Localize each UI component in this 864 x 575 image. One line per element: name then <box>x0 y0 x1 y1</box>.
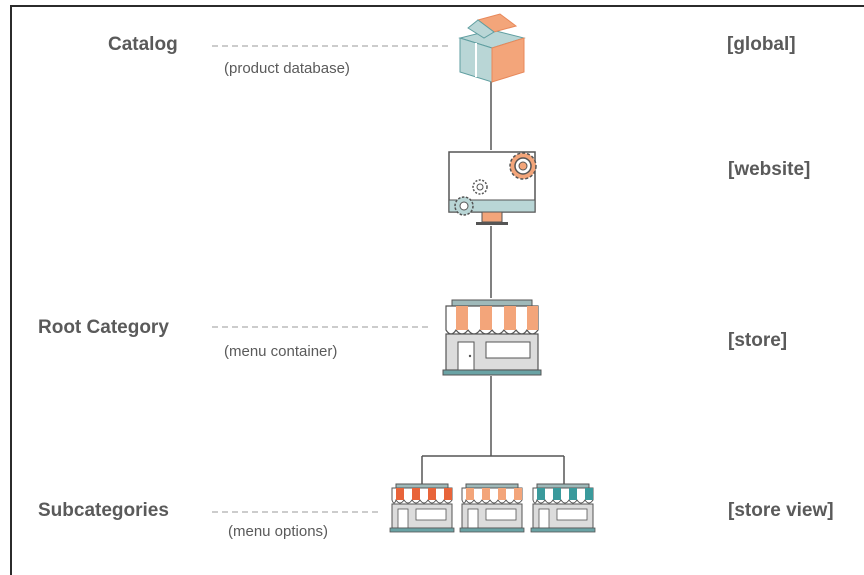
storefront-red-icon <box>389 483 455 533</box>
storefront-icon <box>442 299 542 376</box>
storefront-teal-icon <box>530 483 596 533</box>
catalog-label: Catalog <box>108 34 178 55</box>
root-category-sublabel: (menu container) <box>224 343 338 360</box>
storefront-orange-icon <box>459 483 525 533</box>
scope-website: [website] <box>728 159 811 180</box>
scope-store: [store] <box>728 330 788 351</box>
diagram-frame <box>10 5 864 575</box>
monitor-gears-icon <box>448 151 537 225</box>
subcategories-sublabel: (menu options) <box>228 523 329 540</box>
root-category-label: Root Category <box>38 317 169 338</box>
dashed-leaders <box>212 45 452 513</box>
scope-store-view: [store view] <box>728 500 834 521</box>
subcategories-label: Subcategories <box>38 500 169 521</box>
box-icon <box>458 13 526 83</box>
connector-lines <box>421 82 565 484</box>
catalog-sublabel: (product database) <box>224 60 350 77</box>
hierarchy-diagram <box>212 13 596 533</box>
scope-global: [global] <box>727 34 796 55</box>
